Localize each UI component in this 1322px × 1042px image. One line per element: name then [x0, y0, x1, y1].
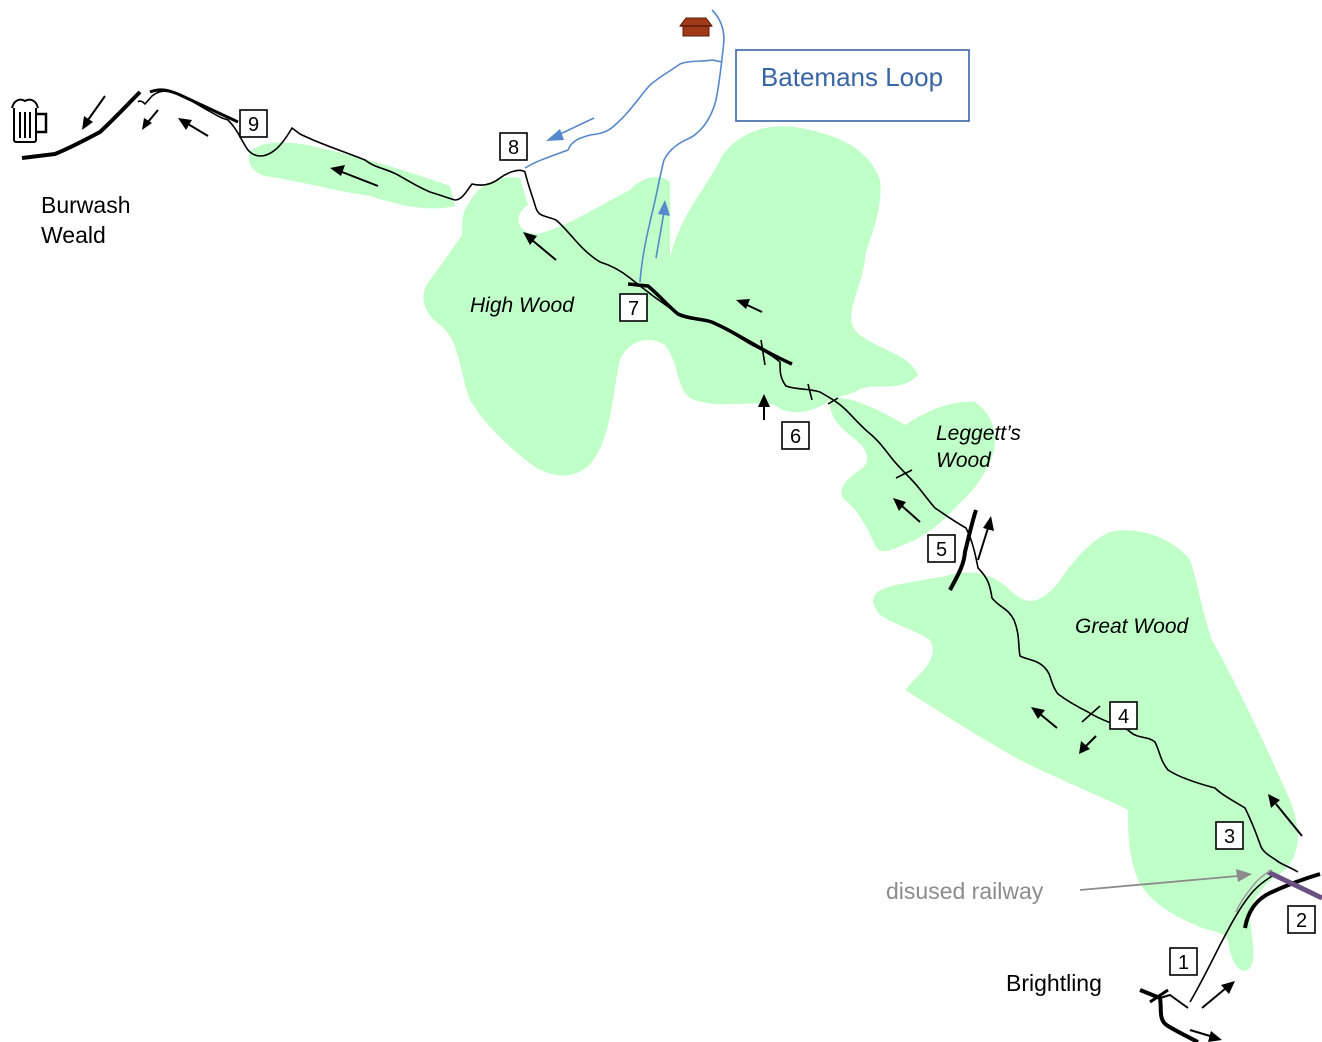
svg-text:8: 8: [508, 137, 519, 159]
arrow-stage7: [736, 299, 763, 313]
arrow-stage4-down: [1079, 735, 1097, 754]
arrow-burwash-2: [142, 109, 159, 130]
waypoint-9: 9: [239, 109, 268, 138]
label-leggetts: Leggett’s: [936, 422, 1021, 445]
loop-arrowhead-2: [658, 200, 670, 216]
label-leggetts-wood: Wood: [936, 449, 992, 472]
waypoint-markers: 1 2 3 4 5 6 7 8 9: [239, 109, 1316, 976]
road-south: [1243, 872, 1321, 929]
batemans-loop-text: Batemans Loop: [761, 62, 943, 92]
arrow-high-wood: [523, 232, 557, 261]
arrow-west-strip: [330, 165, 379, 187]
loop-arrow-1: [555, 117, 595, 137]
label-high-wood: High Wood: [470, 294, 575, 317]
pub-tankard-icon: [11, 98, 48, 143]
waypoint-1: 1: [1169, 947, 1198, 976]
svg-text:3: 3: [1224, 826, 1235, 848]
loop-path-west: [524, 59, 723, 169]
svg-text:2: 2: [1296, 910, 1307, 932]
direction-arrows: [82, 95, 1303, 1042]
railway-line: [1266, 869, 1322, 901]
loop-arrowhead-1: [546, 129, 564, 141]
svg-text:4: 4: [1118, 706, 1129, 728]
batemans-loop-label: Batemans Loop: [735, 49, 970, 122]
road-burwash: [21, 90, 142, 160]
main-route: [21, 88, 1321, 1042]
loop-arrow-2: [655, 211, 665, 259]
waypoint-4: 4: [1109, 701, 1138, 730]
waypoint-6: 6: [781, 421, 810, 450]
waypoint-2: 2: [1287, 905, 1316, 934]
svg-text:9: 9: [248, 114, 259, 136]
arrow-brightling-1: [1201, 981, 1235, 1009]
waypoint-8: 8: [499, 132, 528, 161]
route-south-spur: [1189, 875, 1273, 1003]
waypoint-3: 3: [1215, 821, 1244, 850]
railway-trackbed: [1235, 869, 1273, 913]
arrow-brightling-2: [1189, 1029, 1222, 1042]
svg-text:7: 7: [628, 298, 639, 320]
label-brightling: Brightling: [1006, 970, 1102, 996]
road-high-wood: [627, 282, 793, 366]
arrow-stage6: [758, 394, 770, 420]
arrow-burwash: [82, 95, 106, 130]
svg-text:6: 6: [790, 426, 801, 448]
route-path-main: [137, 90, 1299, 873]
label-great-wood: Great Wood: [1075, 615, 1190, 638]
arrow-stage9: [178, 118, 209, 137]
label-burwash: Burwash: [41, 192, 130, 218]
woodland: [248, 126, 1298, 971]
stile-brightling: [1149, 988, 1169, 1004]
arrow-stage3: [1268, 794, 1303, 837]
wood-leggetts-wood: [829, 397, 995, 552]
batemans-loop: [524, 9, 725, 283]
map-labels: Burwash Weald Brightling High Wood Legge…: [41, 192, 1190, 996]
house-icon: [679, 17, 713, 37]
label-weald: Weald: [41, 222, 106, 248]
label-disused-railway: disused railway: [886, 878, 1044, 904]
railway-pointer-arrow: [1079, 869, 1252, 891]
loop-path-east: [639, 9, 725, 283]
svg-text:1: 1: [1178, 952, 1189, 974]
arrow-leggetts-road: [977, 516, 994, 561]
road-brightling: [1139, 988, 1199, 1042]
waypoint-7: 7: [619, 293, 648, 322]
waypoint-5: 5: [927, 534, 956, 563]
road-leggetts: [948, 509, 978, 591]
railway: [1079, 869, 1322, 913]
road-burwash-east: [149, 88, 239, 124]
arrow-stage5: [893, 498, 921, 523]
svg-text:5: 5: [936, 539, 947, 561]
arrow-stage4-up: [1031, 707, 1058, 729]
road-brightling-stub: [1159, 994, 1189, 1009]
stile-marks: [760, 339, 1101, 723]
